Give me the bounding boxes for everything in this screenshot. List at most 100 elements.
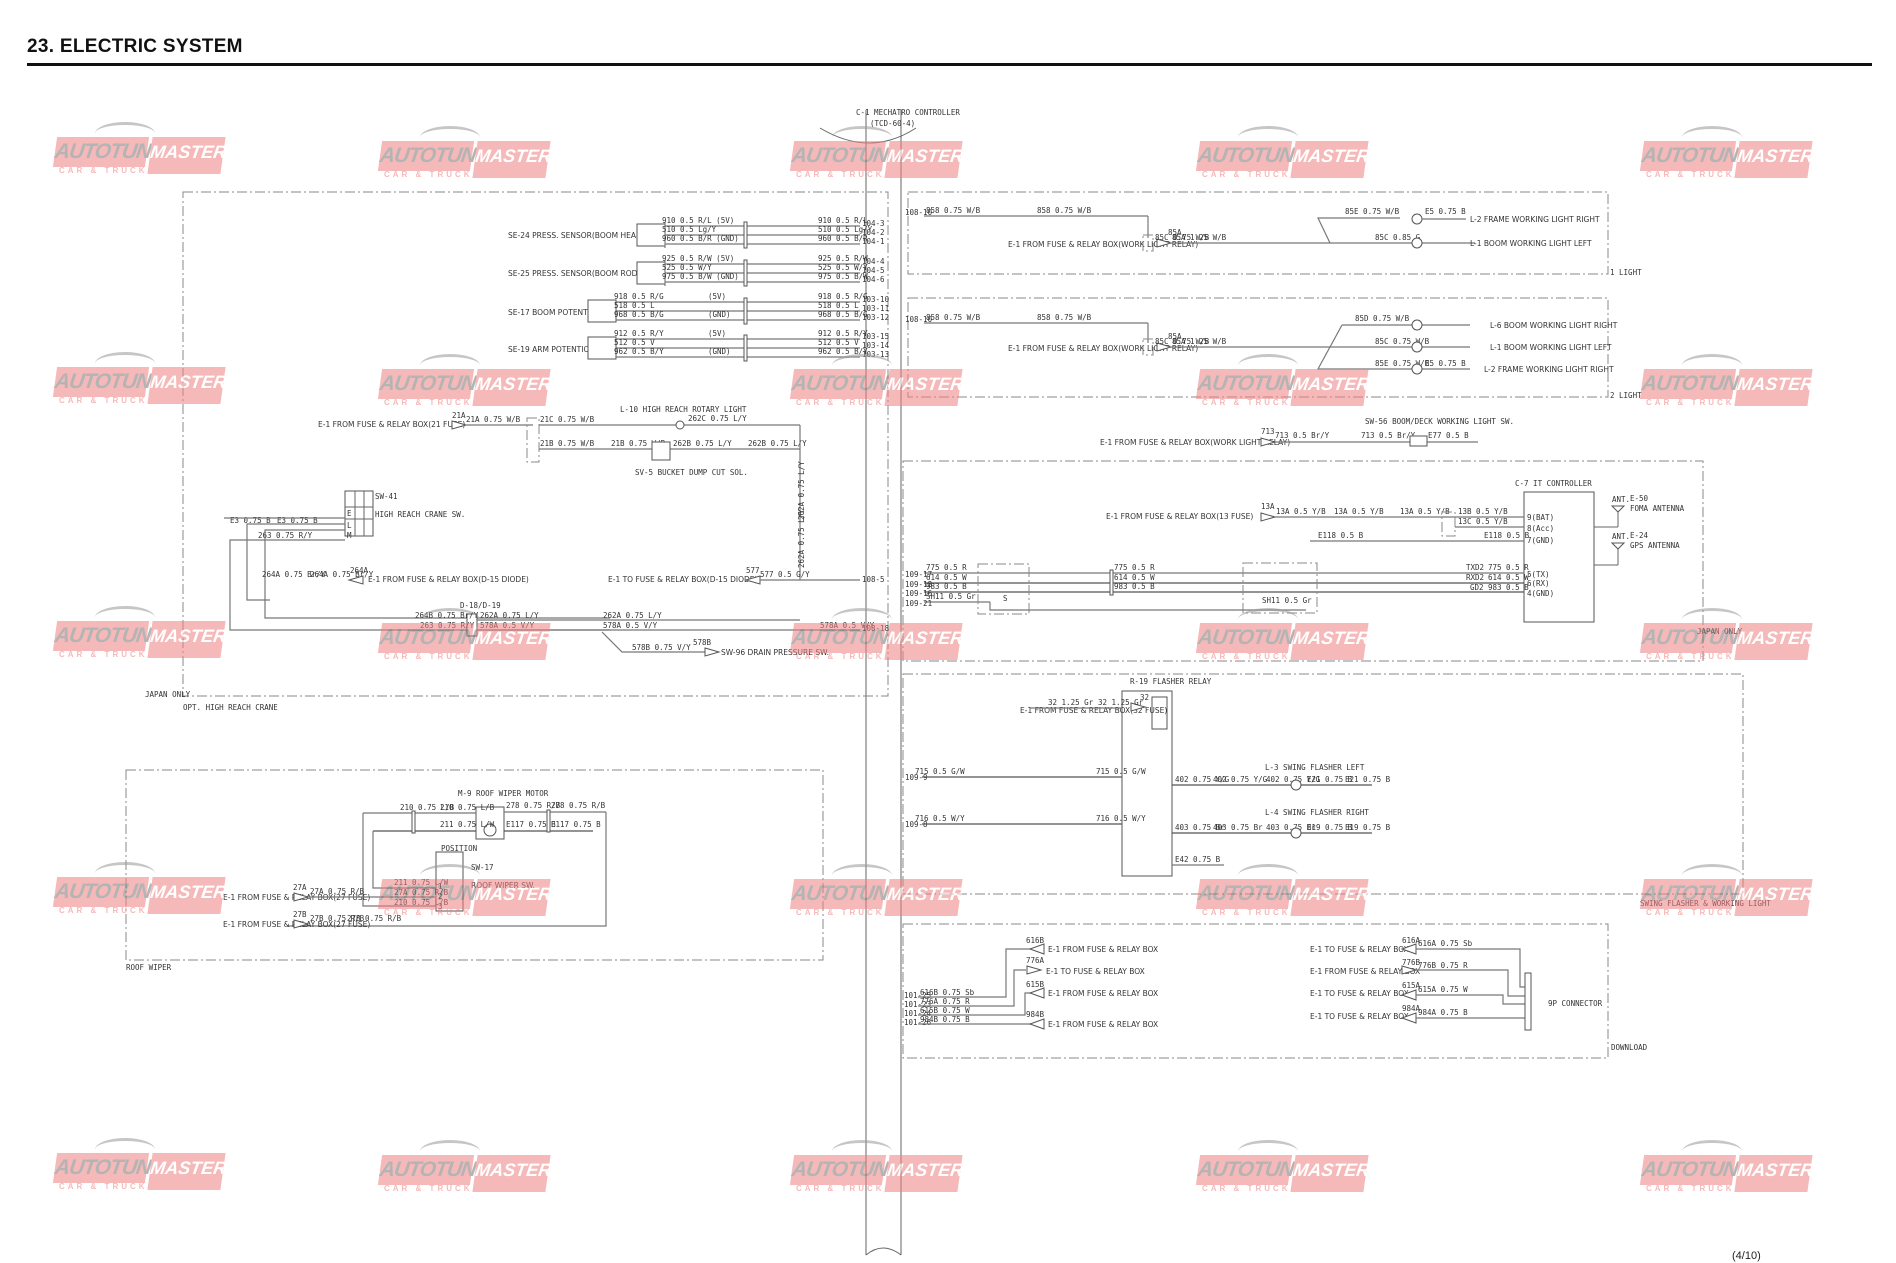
wire-label: 210 0.75 L/B xyxy=(440,803,495,812)
wire-label: 858 0.75 W/B xyxy=(926,206,981,215)
dest-label: E-1 TO FUSE & RELAY BOX(D-15 DIODE) xyxy=(608,575,758,584)
wire-label: 32 1.25 Gr xyxy=(1098,698,1144,707)
wire-label: 775 0.5 R xyxy=(1114,563,1155,572)
one-light-circuit: 108-10 858 0.75 W/B 858 0.75 W/B E-1 FRO… xyxy=(905,206,1600,252)
source-label: E-1 FROM FUSE & RELAY BOX xyxy=(1048,945,1158,954)
wire-label: 525 0.5 W/Y xyxy=(818,263,868,272)
wire-label: 264A 0.75 Br/Y xyxy=(262,570,326,579)
wire-tag: 13A xyxy=(1261,502,1275,511)
switch-label: ROOF WIPER SW. xyxy=(471,881,535,890)
source-label: E-1 FROM FUSE & RELAY BOX(WORK LIGHT REL… xyxy=(1008,344,1198,353)
wire-label: 615A 0.75 W xyxy=(1418,985,1468,994)
wire-label: E21 0.75 B xyxy=(1307,775,1353,784)
wire-label: E3 0.75 B xyxy=(277,516,318,525)
wire-label: 27A 0.75 R/B xyxy=(310,887,365,896)
wire-label: 975 0.5 B/W (GND) xyxy=(662,272,739,281)
wire-label: 518 0.5 L xyxy=(614,301,655,310)
wire-label: 525 0.5 W/Y xyxy=(662,263,712,272)
wire-tag: 984A xyxy=(1402,1004,1421,1013)
lamp-icon xyxy=(1411,213,1423,225)
dest-label: E-1 TO FUSE & RELAY BOX xyxy=(1310,945,1409,954)
wire-tag: (GND) xyxy=(708,347,731,356)
wire-tag: 776A xyxy=(1026,956,1045,965)
wire-tag: 615B xyxy=(1026,980,1045,989)
antenna-id: E-24 xyxy=(1630,531,1649,540)
wiper-circuit: M-9 ROOF WIPER MOTOR 210 0.75 L/B 210 0.… xyxy=(223,789,607,929)
wire-label: 262B 0.75 L/Y xyxy=(673,439,732,448)
source-label: E-1 FROM FUSE & RELAY BOX(WORK LIGHT REL… xyxy=(1008,240,1198,249)
wire-label: 262A 0.75 L/Y xyxy=(603,611,662,620)
wire-label: 518 0.5 L xyxy=(818,301,859,310)
wire-label: 262C 0.75 L/Y xyxy=(688,414,747,423)
wire-label: 858 0.75 W/B xyxy=(1037,313,1092,322)
wire-label: E5 0.75 B xyxy=(1425,207,1466,216)
swing-flasher-tag: SWING FLASHER & WORKING LIGHT xyxy=(1640,899,1771,908)
diode-label: D-18/D-19 xyxy=(460,601,501,610)
wire-label: 912 0.5 R/Y xyxy=(614,329,664,338)
antenna-tag: ANT. xyxy=(1612,532,1630,541)
wire-label: 910 0.5 R/L xyxy=(818,216,868,225)
wire-label: E42 0.75 B xyxy=(1175,855,1221,864)
wire-label: 13C 0.5 Y/B xyxy=(1458,517,1508,526)
switch-icon xyxy=(1409,435,1428,447)
wire-tag: 615A xyxy=(1402,981,1421,990)
wire-tag: 984B xyxy=(1026,1010,1045,1019)
lamp-label: L-1 BOOM WORKING LIGHT LEFT xyxy=(1490,343,1612,352)
wire-label: 210 0.75 L/B xyxy=(394,898,449,907)
two-light-circuit: 108-10 858 0.75 W/B 858 0.75 W/B E-1 FRO… xyxy=(905,313,1618,375)
download-tag: DOWNLOAD xyxy=(1611,1043,1648,1052)
wire-label: 21C 0.75 W/B xyxy=(540,415,595,424)
source-label: E-1 FROM FUSE & RELAY BOX(32 FUSE) xyxy=(1020,706,1167,715)
wire-label: 716 0.5 W/Y xyxy=(1096,814,1146,823)
signal-label: GD2 xyxy=(1470,583,1484,592)
wire-label: 983 0.5 B xyxy=(1488,583,1529,592)
pin-label: 104-5 xyxy=(862,266,885,275)
wire-label: 858 0.75 W/B xyxy=(926,313,981,322)
pin-label: 8(Acc) xyxy=(1527,524,1554,533)
wire-label: 578A 0.5 V/Y xyxy=(480,621,535,630)
wire-label: 510 0.5 Lg/Y xyxy=(818,225,873,234)
wire-label: 983 0.5 B xyxy=(1114,582,1155,591)
wire-label: 13A 0.5 Y/B xyxy=(1276,507,1326,516)
source-label: E-1 FROM FUSE & RELAY BOX xyxy=(1310,967,1420,976)
wire-tag: (5V) xyxy=(708,292,726,301)
pin-label: 109-17 xyxy=(905,570,932,579)
pin-label: 101-25 xyxy=(904,991,931,1000)
antenna-name: GPS ANTENNA xyxy=(1630,541,1680,550)
wire-label: 27A 0.75 R/B xyxy=(394,888,449,897)
wire-label: 85D 0.75 W/B xyxy=(1355,314,1410,323)
source-label: E-1 FROM FUSE & RELAY BOX xyxy=(1048,1020,1158,1029)
wire-label: 262B 0.75 L/Y xyxy=(748,439,807,448)
wire-tag: 32 xyxy=(1140,693,1149,702)
wire-label: 858 0.75 W/B xyxy=(1037,206,1092,215)
option-high-reach-box xyxy=(182,191,889,697)
pin-label: 101-24 xyxy=(904,1009,932,1018)
switch-row: M xyxy=(347,531,352,540)
lamp-label: L-1 BOOM WORKING LIGHT LEFT xyxy=(1470,239,1592,248)
wire-label: 962 0.5 B/Y xyxy=(614,347,664,356)
lamp-icon xyxy=(1411,363,1423,375)
flasher-circuit: R-19 FLASHER RELAY E-1 FROM FUSE & RELAY… xyxy=(905,677,1391,877)
shield-label: S xyxy=(1003,594,1008,603)
pin-label: 9(BAT) xyxy=(1527,513,1554,522)
source-label: E-1 FROM FUSE & RELAY BOX(21 FUSE) xyxy=(318,420,465,429)
pin-label: 101-26 xyxy=(904,1018,932,1027)
wire-tag: 578B xyxy=(693,638,712,647)
wire-tag: 27A xyxy=(293,883,307,892)
wire-label: 614 0.5 W xyxy=(1488,573,1529,582)
lamp-icon xyxy=(1411,237,1423,249)
dest-label: E-1 TO FUSE & RELAY BOX xyxy=(1310,1012,1409,1021)
wire-label: 403 0.75 Br xyxy=(1175,823,1225,832)
wire-label: E3 0.75 B xyxy=(230,516,271,525)
pin-label: 104-6 xyxy=(862,275,885,284)
pin-label: 104-3 xyxy=(862,219,885,228)
wire-label: E19 0.75 B xyxy=(1307,823,1353,832)
antenna-id: E-50 xyxy=(1630,494,1649,503)
wire-tag: 21A xyxy=(452,411,466,420)
switch-id: SW-41 xyxy=(375,492,398,501)
wire-label: E19 0.75 B xyxy=(1345,823,1391,832)
solenoid-icon xyxy=(651,441,671,461)
pin-label: 6(RX) xyxy=(1527,579,1550,588)
wire-label: 960 0.5 B/R (GND) xyxy=(662,234,739,243)
